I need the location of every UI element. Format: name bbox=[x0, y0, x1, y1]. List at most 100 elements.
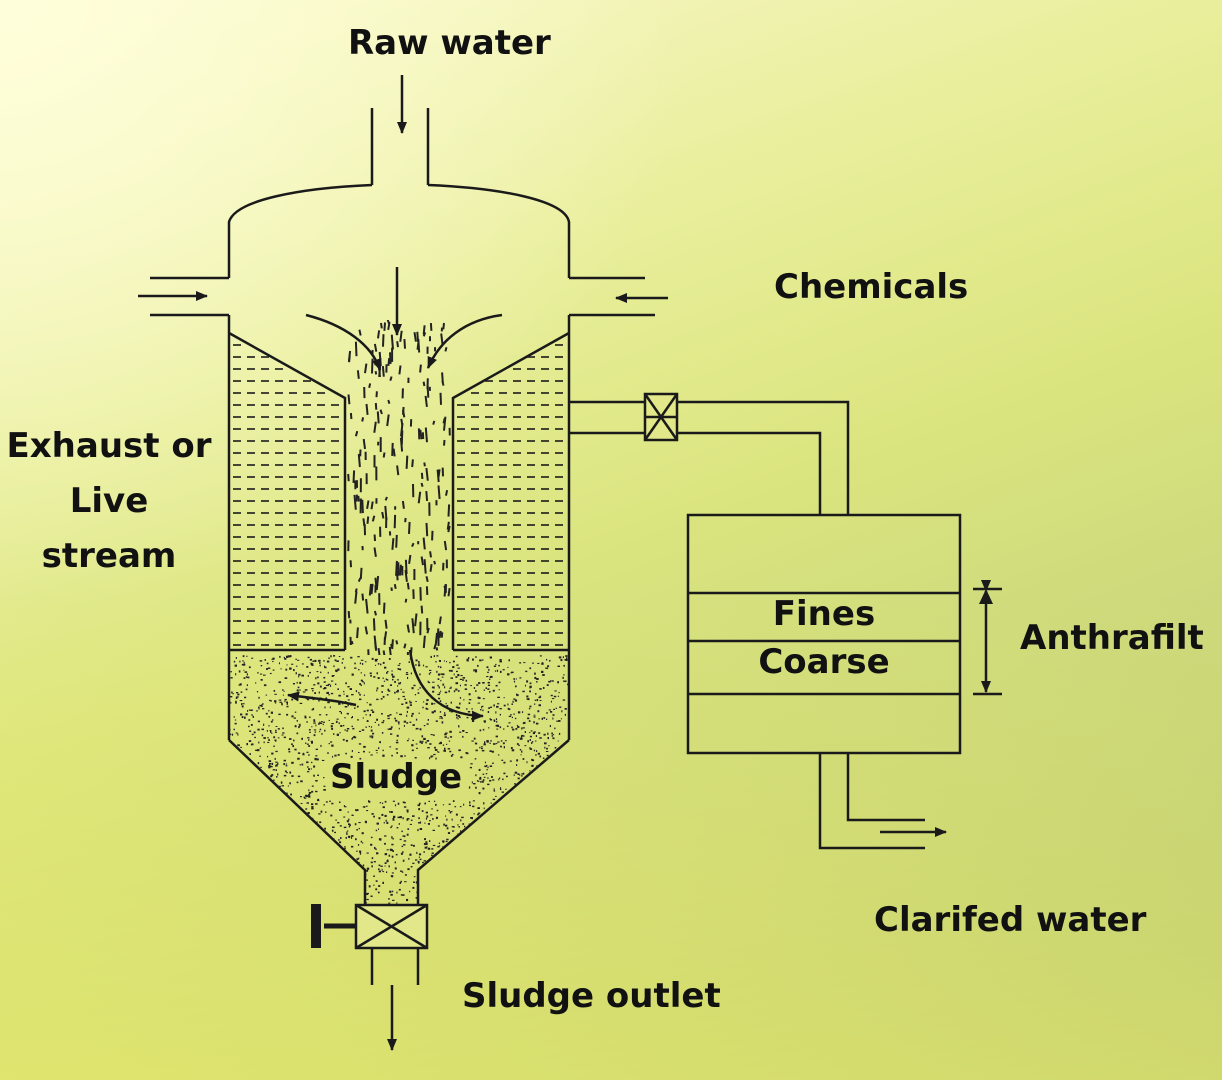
sludge-dot bbox=[547, 897, 549, 899]
floc-mark bbox=[384, 496, 388, 501]
sludge-dot bbox=[474, 669, 478, 671]
sludge-dot bbox=[324, 828, 326, 830]
sludge-dot bbox=[328, 856, 331, 859]
sludge-dot bbox=[278, 699, 281, 701]
sludge-dot bbox=[535, 722, 539, 725]
sludge-dot bbox=[461, 891, 464, 893]
sludge-dot bbox=[312, 690, 314, 692]
sludge-dot bbox=[331, 727, 334, 730]
sludge-dot bbox=[363, 694, 365, 696]
sludge-dot bbox=[312, 870, 314, 872]
sludge-dot bbox=[259, 673, 263, 675]
sludge-dot bbox=[381, 868, 383, 871]
sludge-dot bbox=[265, 828, 268, 830]
sludge-dot bbox=[406, 710, 408, 713]
sludge-dot bbox=[470, 685, 472, 687]
sludge-dot bbox=[285, 834, 287, 836]
sludge-dot bbox=[311, 803, 314, 806]
sludge-dot bbox=[455, 713, 458, 716]
sludge-dot bbox=[241, 663, 245, 666]
sludge-dot bbox=[260, 766, 262, 768]
sludge-dot bbox=[235, 732, 238, 734]
sludge-dot bbox=[249, 730, 252, 732]
floc-mark bbox=[440, 632, 444, 638]
clarified-water-outlet bbox=[818, 753, 925, 850]
sludge-dot bbox=[342, 658, 344, 660]
sludge-dot bbox=[317, 660, 320, 662]
sludge-dot bbox=[239, 896, 242, 898]
sludge-dot bbox=[415, 897, 418, 899]
sludge-dot bbox=[408, 661, 410, 663]
sludge-dot bbox=[276, 834, 278, 837]
sludge-dot bbox=[273, 793, 275, 796]
sludge-dot bbox=[411, 687, 414, 690]
sludge-dot bbox=[439, 717, 441, 719]
sludge-dot bbox=[279, 701, 282, 703]
sludge-dot bbox=[502, 890, 504, 893]
sludge-dot bbox=[388, 854, 391, 857]
sludge-dot bbox=[266, 662, 269, 665]
sludge-dot bbox=[527, 847, 529, 849]
sludge-dot bbox=[563, 664, 565, 667]
sludge-dot bbox=[336, 718, 339, 720]
sludge-dot bbox=[492, 798, 496, 801]
sludge-dot bbox=[517, 777, 520, 780]
sludge-dot bbox=[447, 886, 450, 889]
sludge-dot bbox=[430, 814, 433, 816]
sludge-dot bbox=[400, 870, 403, 872]
sludge-dot bbox=[512, 728, 515, 731]
sludge-dot bbox=[439, 899, 443, 902]
sludge-dot bbox=[481, 749, 485, 752]
sludge-dot bbox=[488, 668, 490, 671]
sludge-dot bbox=[434, 896, 437, 898]
sludge-dot bbox=[284, 886, 287, 889]
sludge-dot bbox=[399, 663, 401, 665]
sludge-dot bbox=[364, 902, 367, 904]
sludge-dot bbox=[254, 736, 256, 739]
sludge-dot bbox=[458, 716, 461, 718]
sludge-dot bbox=[529, 735, 532, 738]
sludge-dot bbox=[512, 842, 515, 845]
sludge-dot bbox=[552, 834, 554, 837]
sludge-dot bbox=[362, 717, 364, 719]
sludge-dot bbox=[298, 673, 301, 676]
sludge-dot bbox=[433, 800, 436, 802]
sludge-dot bbox=[551, 735, 553, 737]
sludge-dot bbox=[318, 699, 320, 702]
sludge-dot bbox=[486, 764, 488, 766]
sludge-dot bbox=[269, 788, 272, 791]
sludge-dot bbox=[261, 705, 263, 707]
sludge-dot bbox=[465, 732, 468, 734]
sludge-dot bbox=[533, 731, 536, 733]
sludge-dot bbox=[482, 816, 484, 819]
sludge-dot bbox=[289, 862, 291, 864]
sludge-dot bbox=[499, 777, 501, 779]
sludge-dot bbox=[560, 793, 563, 796]
sludge-dot bbox=[370, 843, 373, 846]
sludge-dot bbox=[249, 887, 252, 889]
sludge-dot bbox=[255, 749, 258, 751]
sludge-dot bbox=[255, 805, 258, 808]
sludge-dot bbox=[515, 864, 517, 867]
sludge-dot bbox=[499, 708, 502, 710]
sludge-dot bbox=[557, 892, 560, 894]
sludge-dot bbox=[442, 846, 444, 848]
sludge-dot bbox=[250, 863, 253, 866]
sludge-dot bbox=[458, 826, 460, 828]
floc-mark bbox=[371, 358, 374, 374]
sludge-dot bbox=[283, 897, 286, 900]
sludge-dot bbox=[240, 771, 243, 774]
sludge-dot bbox=[509, 858, 513, 861]
floc-mark bbox=[413, 332, 417, 342]
sludge-dot bbox=[531, 856, 533, 859]
sludge-dot bbox=[533, 721, 535, 724]
sludge-dot bbox=[426, 846, 428, 848]
floc-mark bbox=[425, 576, 429, 583]
sludge-dot bbox=[259, 660, 263, 662]
sludge-dot bbox=[324, 729, 326, 732]
sludge-dot bbox=[279, 835, 281, 837]
sludge-dot bbox=[540, 875, 543, 877]
sludge-dot bbox=[396, 827, 399, 829]
sludge-dot bbox=[348, 818, 350, 821]
sludge-dot bbox=[512, 869, 515, 871]
